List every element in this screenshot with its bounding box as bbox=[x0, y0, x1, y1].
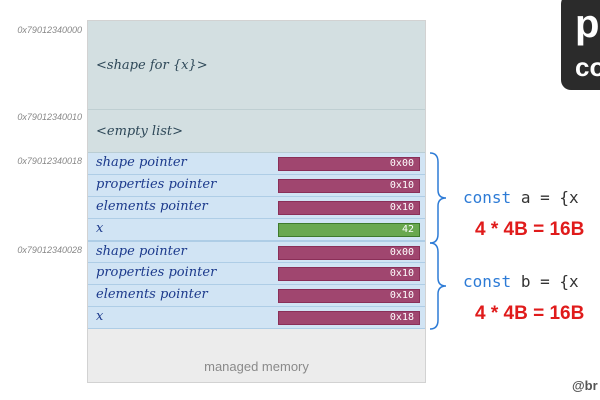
field-label: properties pointer bbox=[96, 177, 217, 192]
address-label-2: 0x79012340018 bbox=[17, 156, 82, 166]
field-label: shape pointer bbox=[96, 155, 187, 170]
field-label: elements pointer bbox=[96, 287, 208, 302]
field-value: 0x18 bbox=[278, 311, 420, 325]
address-label-1: 0x79012340010 bbox=[17, 112, 82, 122]
object-b-row-shape-pointer: shape pointer 0x00 bbox=[88, 241, 425, 263]
object-a-brace-icon bbox=[429, 152, 447, 244]
field-value: 0x10 bbox=[278, 267, 420, 281]
field-label: properties pointer bbox=[96, 265, 217, 280]
field-label: x bbox=[96, 309, 104, 324]
object-b-brace-icon bbox=[429, 242, 447, 330]
logo-line-1: p bbox=[575, 2, 600, 46]
code-keyword: const bbox=[463, 188, 512, 207]
object-b-row-elements-pointer: elements pointer 0x10 bbox=[88, 285, 425, 307]
object-a-row-shape-pointer: shape pointer 0x00 bbox=[88, 153, 425, 175]
object-a-code: const a = {x bbox=[463, 188, 579, 207]
field-value: 42 bbox=[278, 223, 420, 237]
managed-memory-label: managed memory bbox=[204, 359, 309, 374]
logo: p co bbox=[561, 0, 600, 90]
object-b-row-x: x 0x18 bbox=[88, 307, 425, 329]
field-value: 0x00 bbox=[278, 157, 420, 171]
code-text: b = {x bbox=[520, 272, 579, 291]
address-label-3: 0x79012340028 bbox=[17, 245, 82, 255]
object-b-row-properties-pointer: properties pointer 0x10 bbox=[88, 263, 425, 285]
field-value: 0x10 bbox=[278, 289, 420, 303]
object-b-size: 4 * 4B = 16B bbox=[475, 303, 585, 324]
object-b-code: const b = {x bbox=[463, 272, 579, 291]
object-a-row-elements-pointer: elements pointer 0x10 bbox=[88, 197, 425, 219]
logo-line-2: co bbox=[575, 52, 600, 82]
shape-block: <shape for {x}> bbox=[88, 21, 425, 110]
field-value: 0x10 bbox=[278, 179, 420, 193]
shape-block-label: <shape for {x}> bbox=[96, 58, 208, 73]
code-keyword: const bbox=[463, 272, 512, 291]
field-value: 0x10 bbox=[278, 201, 420, 215]
field-label: x bbox=[96, 221, 104, 236]
empty-list-block: <empty list> bbox=[88, 110, 425, 153]
field-label: shape pointer bbox=[96, 244, 187, 259]
address-label-0: 0x79012340000 bbox=[17, 25, 82, 35]
empty-list-label: <empty list> bbox=[96, 124, 184, 139]
field-label: elements pointer bbox=[96, 199, 208, 214]
object-a-row-properties-pointer: properties pointer 0x10 bbox=[88, 175, 425, 197]
memory-column: <shape for {x}> <empty list> shape point… bbox=[87, 20, 426, 383]
code-text: a = {x bbox=[520, 188, 579, 207]
field-value: 0x00 bbox=[278, 246, 420, 260]
object-a-row-x: x 42 bbox=[88, 219, 425, 241]
object-a-size: 4 * 4B = 16B bbox=[475, 219, 585, 240]
author-handle: @br bbox=[572, 378, 598, 393]
